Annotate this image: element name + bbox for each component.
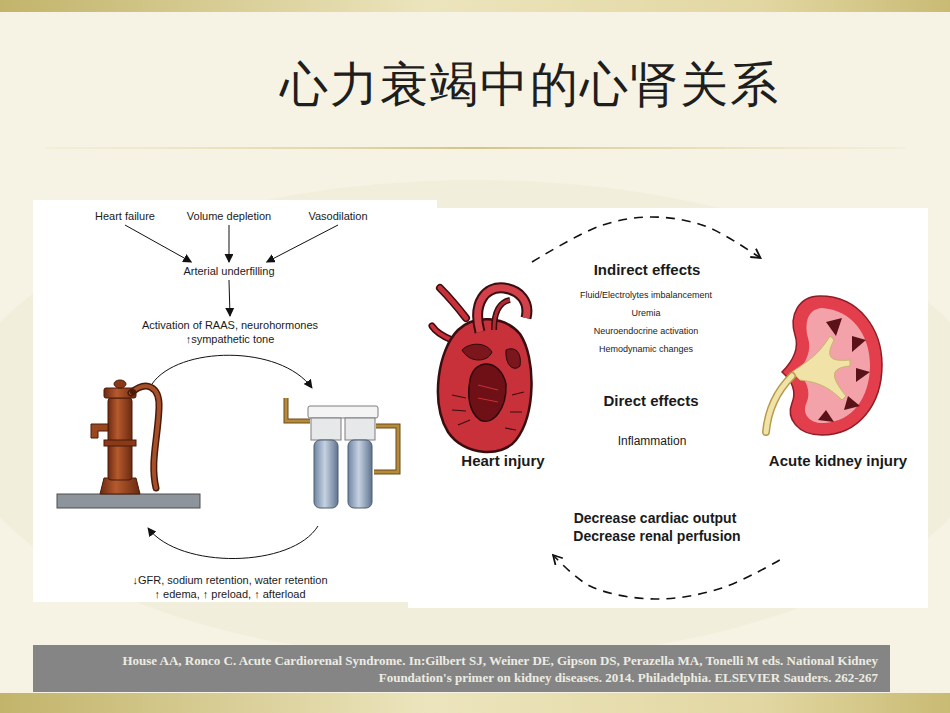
flow-step: ↓GFR, sodium retention, water retention … <box>127 571 334 603</box>
right-panel <box>408 208 928 608</box>
artwork-part <box>308 406 378 418</box>
flow-text: Arterial underfilling <box>183 264 274 278</box>
effect-item: Hemodynamic changes <box>599 344 693 355</box>
artwork-part <box>108 398 132 480</box>
artwork-part <box>452 392 524 430</box>
flow-arrow <box>228 225 229 262</box>
flow-text: Vasodilation <box>308 209 367 223</box>
artwork-part <box>33 200 437 602</box>
artwork-part <box>792 336 850 400</box>
flow-arrow <box>229 280 230 316</box>
artwork-part <box>462 344 492 360</box>
artwork-part <box>345 418 375 440</box>
organ-label: Acute kidney injury <box>769 452 907 470</box>
water-filter <box>286 398 398 508</box>
cycle-arrow <box>148 355 318 558</box>
artwork-part <box>0 693 950 713</box>
artwork-part <box>311 418 341 440</box>
outcome-text: Decrease cardiac output <box>574 510 737 527</box>
artwork-part <box>374 426 398 472</box>
artwork-part <box>104 440 136 446</box>
artwork-part <box>478 385 498 402</box>
flow-step: Activation of RAAS, neurohormones ↑sympa… <box>134 316 327 348</box>
effect-item: Uremia <box>631 308 660 319</box>
artwork-part <box>766 376 792 432</box>
artwork-part <box>440 288 466 318</box>
cycle-arrow <box>553 555 780 599</box>
organ-figure: Acute kidney injury <box>750 258 925 560</box>
artwork-part <box>432 326 452 340</box>
artwork-part <box>131 386 159 488</box>
flow-text: Heart failure <box>95 209 155 223</box>
flow-text: ↓GFR, sodium retention, water retention … <box>131 573 330 601</box>
artwork-part <box>440 288 466 318</box>
artwork-part <box>494 300 510 330</box>
artwork-part <box>131 386 159 488</box>
heart-figure <box>432 288 532 452</box>
artwork-part <box>286 398 310 421</box>
flow-arrow <box>125 225 191 262</box>
artwork-part <box>798 308 870 423</box>
artwork-part <box>469 364 506 421</box>
citation-text: House AA, Ronco C. Acute Cardiorenal Syn… <box>118 652 878 686</box>
kidney-figure <box>766 296 882 435</box>
effect-item: Fluid/Electrolytes imbalancement <box>580 290 712 301</box>
artwork-part <box>408 208 928 608</box>
artwork-part <box>148 526 318 559</box>
flow-step: Vasodilation <box>304 207 371 225</box>
artwork-part <box>125 217 780 599</box>
artwork-part <box>314 440 338 508</box>
artwork-part <box>478 288 527 332</box>
cycle-arrow <box>532 217 761 262</box>
water-pump <box>57 380 200 508</box>
artwork-part <box>782 296 882 435</box>
effect-item: Inflammation <box>618 434 687 449</box>
artwork-part <box>57 494 200 508</box>
effect-heading: Direct effects <box>603 392 698 410</box>
artwork-part <box>818 318 870 422</box>
artwork-part <box>766 376 792 432</box>
effect-item: Neuroendocrine activation <box>594 326 699 337</box>
flow-step: Arterial underfilling <box>179 262 278 280</box>
artwork-part <box>100 478 140 494</box>
artwork-part <box>91 424 108 438</box>
flow-step: Volume depletion <box>183 207 275 225</box>
artwork-part <box>374 426 398 472</box>
organ-label: Heart injury <box>461 452 544 470</box>
organ-figure: Heart injury <box>428 262 558 555</box>
left-panel <box>33 200 437 602</box>
artwork-part <box>152 355 312 388</box>
flow-step: Heart failure <box>91 207 159 225</box>
artwork-part <box>432 326 452 340</box>
artwork-part <box>130 389 136 395</box>
flow-arrow <box>267 225 338 262</box>
flow-text: Activation of RAAS, neurohormones ↑sympa… <box>138 318 323 346</box>
citation-bar: House AA, Ronco C. Acute Cardiorenal Syn… <box>33 645 890 692</box>
slide-title: 心力衰竭中的心肾关系 <box>280 53 780 117</box>
artwork-part <box>494 300 510 330</box>
effect-heading: Indirect effects <box>594 261 701 279</box>
artwork-part <box>286 398 310 421</box>
artwork-part <box>104 388 136 398</box>
artwork-part <box>506 349 520 368</box>
artwork-part <box>478 288 527 332</box>
artwork-part <box>114 380 126 388</box>
artwork-part <box>0 0 950 12</box>
artwork-part <box>348 440 372 508</box>
artwork-part <box>438 319 532 452</box>
artwork-part <box>45 147 905 149</box>
outcome-text: Decrease renal perfusion <box>573 528 740 545</box>
artwork-part <box>0 180 950 660</box>
flow-text: Volume depletion <box>187 209 271 223</box>
